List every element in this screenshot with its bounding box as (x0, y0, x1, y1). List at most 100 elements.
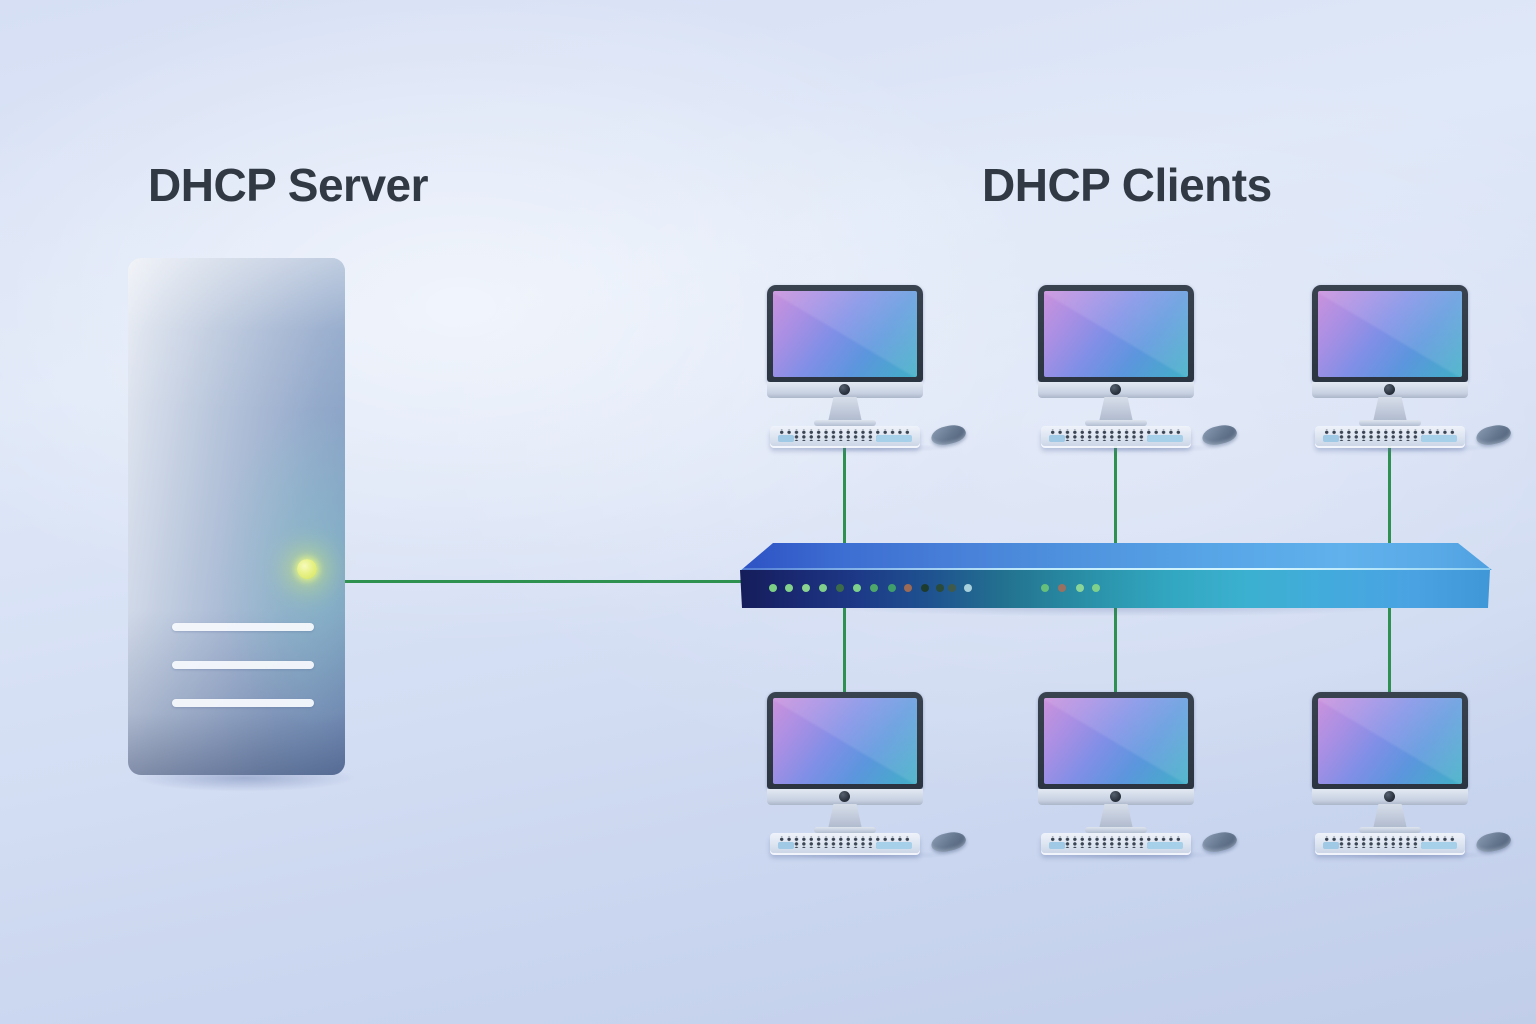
switch-led (769, 584, 777, 592)
cable-switch-to-client-6 (1388, 604, 1391, 694)
keyboard-accent-keys-right (876, 435, 912, 442)
camera-dot-icon (1110, 791, 1121, 802)
cable-switch-to-client-5 (1114, 604, 1117, 694)
monitor-bezel (767, 285, 923, 382)
monitor-stand-base (1359, 827, 1421, 833)
monitor (767, 692, 923, 805)
monitor-bezel (1312, 692, 1468, 789)
server-title: DHCP Server (148, 159, 429, 211)
server-tower (128, 258, 345, 775)
monitor (1312, 692, 1468, 805)
monitor-bezel (1038, 692, 1194, 789)
monitor-chin (1312, 382, 1468, 398)
keyboard-accent-keys-left (1323, 842, 1339, 849)
keyboard (1315, 426, 1465, 446)
switch-led (964, 584, 972, 592)
monitor-stand-base (1085, 827, 1147, 833)
server-vent (172, 661, 314, 669)
mouse (1200, 829, 1239, 855)
server-vent (172, 699, 314, 707)
monitor-bezel (1312, 285, 1468, 382)
switch-led (1076, 584, 1084, 592)
keyboard-accent-keys-left (1049, 435, 1065, 442)
switch-led (853, 584, 861, 592)
switch-led (1092, 584, 1100, 592)
mouse (1474, 829, 1513, 855)
switch-floor-shadow (748, 607, 1484, 619)
switch-led (1058, 584, 1066, 592)
monitor-stand (1373, 397, 1407, 422)
switch-front-face (740, 570, 1490, 608)
monitor-stand-base (1085, 420, 1147, 426)
switch-led (836, 584, 844, 592)
keyboard (1315, 833, 1465, 853)
mouse (1474, 422, 1513, 448)
monitor-chin (1038, 382, 1194, 398)
keyboard-accent-keys-right (1421, 842, 1457, 849)
cable-switch-to-client-1 (843, 446, 846, 572)
monitor-bezel (1038, 285, 1194, 382)
monitor-stand (828, 804, 862, 829)
keyboard-accent-keys-right (1421, 435, 1457, 442)
switch-edge-highlight (740, 568, 1490, 570)
monitor-screen (1044, 291, 1188, 377)
keyboard-accent-keys-left (1323, 435, 1339, 442)
camera-dot-icon (839, 791, 850, 802)
monitor-screen (773, 698, 917, 784)
clients-title: DHCP Clients (982, 159, 1272, 211)
monitor (767, 285, 923, 398)
keyboard-accent-keys-left (1049, 842, 1065, 849)
monitor-chin (767, 382, 923, 398)
switch-led (819, 584, 827, 592)
switch-led (948, 584, 956, 592)
cable-switch-to-client-4 (843, 604, 846, 694)
monitor-screen (1318, 698, 1462, 784)
camera-dot-icon (1384, 791, 1395, 802)
server-status-led (297, 559, 317, 579)
monitor-chin (1038, 789, 1194, 805)
monitor (1038, 285, 1194, 398)
keyboard-accent-keys-right (1147, 435, 1183, 442)
switch-led (802, 584, 810, 592)
camera-dot-icon (839, 384, 850, 395)
switch-led (921, 584, 929, 592)
keyboard (1041, 833, 1191, 853)
monitor-stand-base (814, 827, 876, 833)
monitor-screen (1318, 291, 1462, 377)
monitor-screen (773, 291, 917, 377)
client-4 (763, 692, 971, 861)
client-6 (1308, 692, 1516, 861)
switch-led (936, 584, 944, 592)
cable-server-to-switch (345, 580, 742, 583)
monitor (1312, 285, 1468, 398)
monitor-chin (1312, 789, 1468, 805)
keyboard-accent-keys-right (1147, 842, 1183, 849)
switch-led (785, 584, 793, 592)
monitor-stand (1373, 804, 1407, 829)
keyboard-accent-keys-right (876, 842, 912, 849)
monitor-stand-base (1359, 420, 1421, 426)
client-5 (1034, 692, 1242, 861)
monitor-stand (1099, 804, 1133, 829)
monitor-stand (1099, 397, 1133, 422)
client-2 (1034, 285, 1242, 454)
client-3 (1308, 285, 1516, 454)
cable-switch-to-client-2 (1114, 446, 1117, 572)
switch-top-face (740, 543, 1492, 571)
network-switch (740, 543, 1492, 619)
cable-switch-to-client-3 (1388, 446, 1391, 572)
switch-led (904, 584, 912, 592)
switch-led (888, 584, 896, 592)
monitor (1038, 692, 1194, 805)
switch-led (870, 584, 878, 592)
keyboard-accent-keys-left (778, 842, 794, 849)
monitor-stand (828, 397, 862, 422)
switch-led (1041, 584, 1049, 592)
server-vent (172, 623, 314, 631)
monitor-stand-base (814, 420, 876, 426)
keyboard-accent-keys-left (778, 435, 794, 442)
client-1 (763, 285, 971, 454)
camera-dot-icon (1110, 384, 1121, 395)
camera-dot-icon (1384, 384, 1395, 395)
